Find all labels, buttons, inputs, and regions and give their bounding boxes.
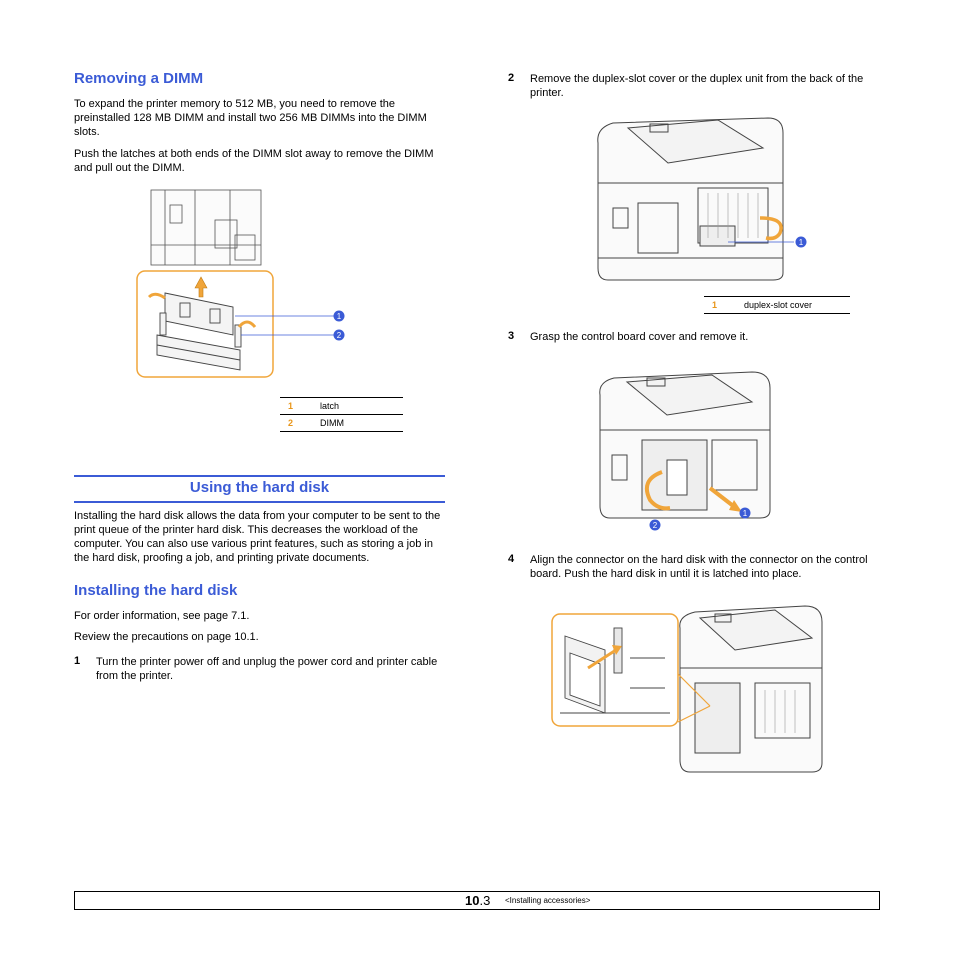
dimm-legend-table: 1 latch 2 DIMM [280,397,403,432]
legend-number: 1 [712,300,718,310]
callout-2-label: 2 [337,331,342,340]
callout-1-label: 1 [799,238,804,247]
duplex-cover-illustration: 1 [597,117,807,281]
footer-chapter-label: <Installing accessories> [505,896,591,905]
paragraph-order-info: For order information, see page 7.1. [74,610,250,622]
paragraph-precautions: Review the precautions on page 10.1. [74,631,259,643]
legend-number: 1 [288,401,294,411]
page-number-sub: .3 [479,893,491,908]
installing-hard-disk-heading: Installing the hard disk [74,582,238,599]
step-3: 3 Grasp the control board cover and remo… [508,330,878,346]
callout-1-icon [333,310,345,322]
step-text: Align the connector on the hard disk wit… [530,554,868,580]
section-title: Using the hard disk [189,479,330,496]
legend-label: DIMM [320,418,344,428]
step-text: Turn the printer power off and unplug th… [96,656,438,682]
control-board-cover-illustration: 1 2 [599,371,771,531]
step-number: 3 [508,330,515,342]
paragraph-memory: To expand the printer memory to 512 MB, … [74,98,427,138]
legend-number: 2 [288,418,294,428]
duplex-legend-table: 1 duplex-slot cover [704,296,850,314]
step-4: 4 Align the connector on the hard disk w… [508,553,878,583]
callout-1-label: 1 [337,312,342,321]
callout-2-icon [649,519,661,531]
legend-label: duplex-slot cover [744,300,813,310]
section-heading-bar: Using the hard disk [74,475,445,503]
step-number: 4 [508,553,515,565]
hard-disk-install-illustration [551,605,823,773]
removing-dimm-heading: Removing a DIMM [74,70,204,87]
legend-label: latch [320,401,340,411]
callout-1-label: 1 [743,509,748,518]
legend-row: 2 DIMM [280,415,403,432]
page-footer: 10.3 <Installing accessories> [74,891,880,910]
callout-2-icon [333,329,345,341]
page-number: 10.3 [465,893,490,908]
callout-1-icon [795,236,807,248]
legend-row: 1 duplex-slot cover [704,297,850,314]
dimm-removal-illustration [136,189,280,378]
page-number-main: 10 [465,893,480,908]
step-1: 1 Turn the printer power off and unplug … [74,655,446,685]
step-text: Grasp the control board cover and remove… [530,331,749,343]
step-number: 2 [508,72,515,84]
step-number: 1 [74,655,81,667]
step-2: 2 Remove the duplex-slot cover or the du… [508,72,878,102]
step-text: Remove the duplex-slot cover or the dupl… [530,73,864,99]
paragraph-latches: Push the latches at both ends of the DIM… [74,148,434,174]
callout-1-icon [739,507,751,519]
paragraph-hard-disk: Installing the hard disk allows the data… [74,510,441,564]
dimm-callouts: 1 2 [280,310,345,341]
legend-row: 1 latch [280,398,403,415]
callout-2-label: 2 [653,521,658,530]
